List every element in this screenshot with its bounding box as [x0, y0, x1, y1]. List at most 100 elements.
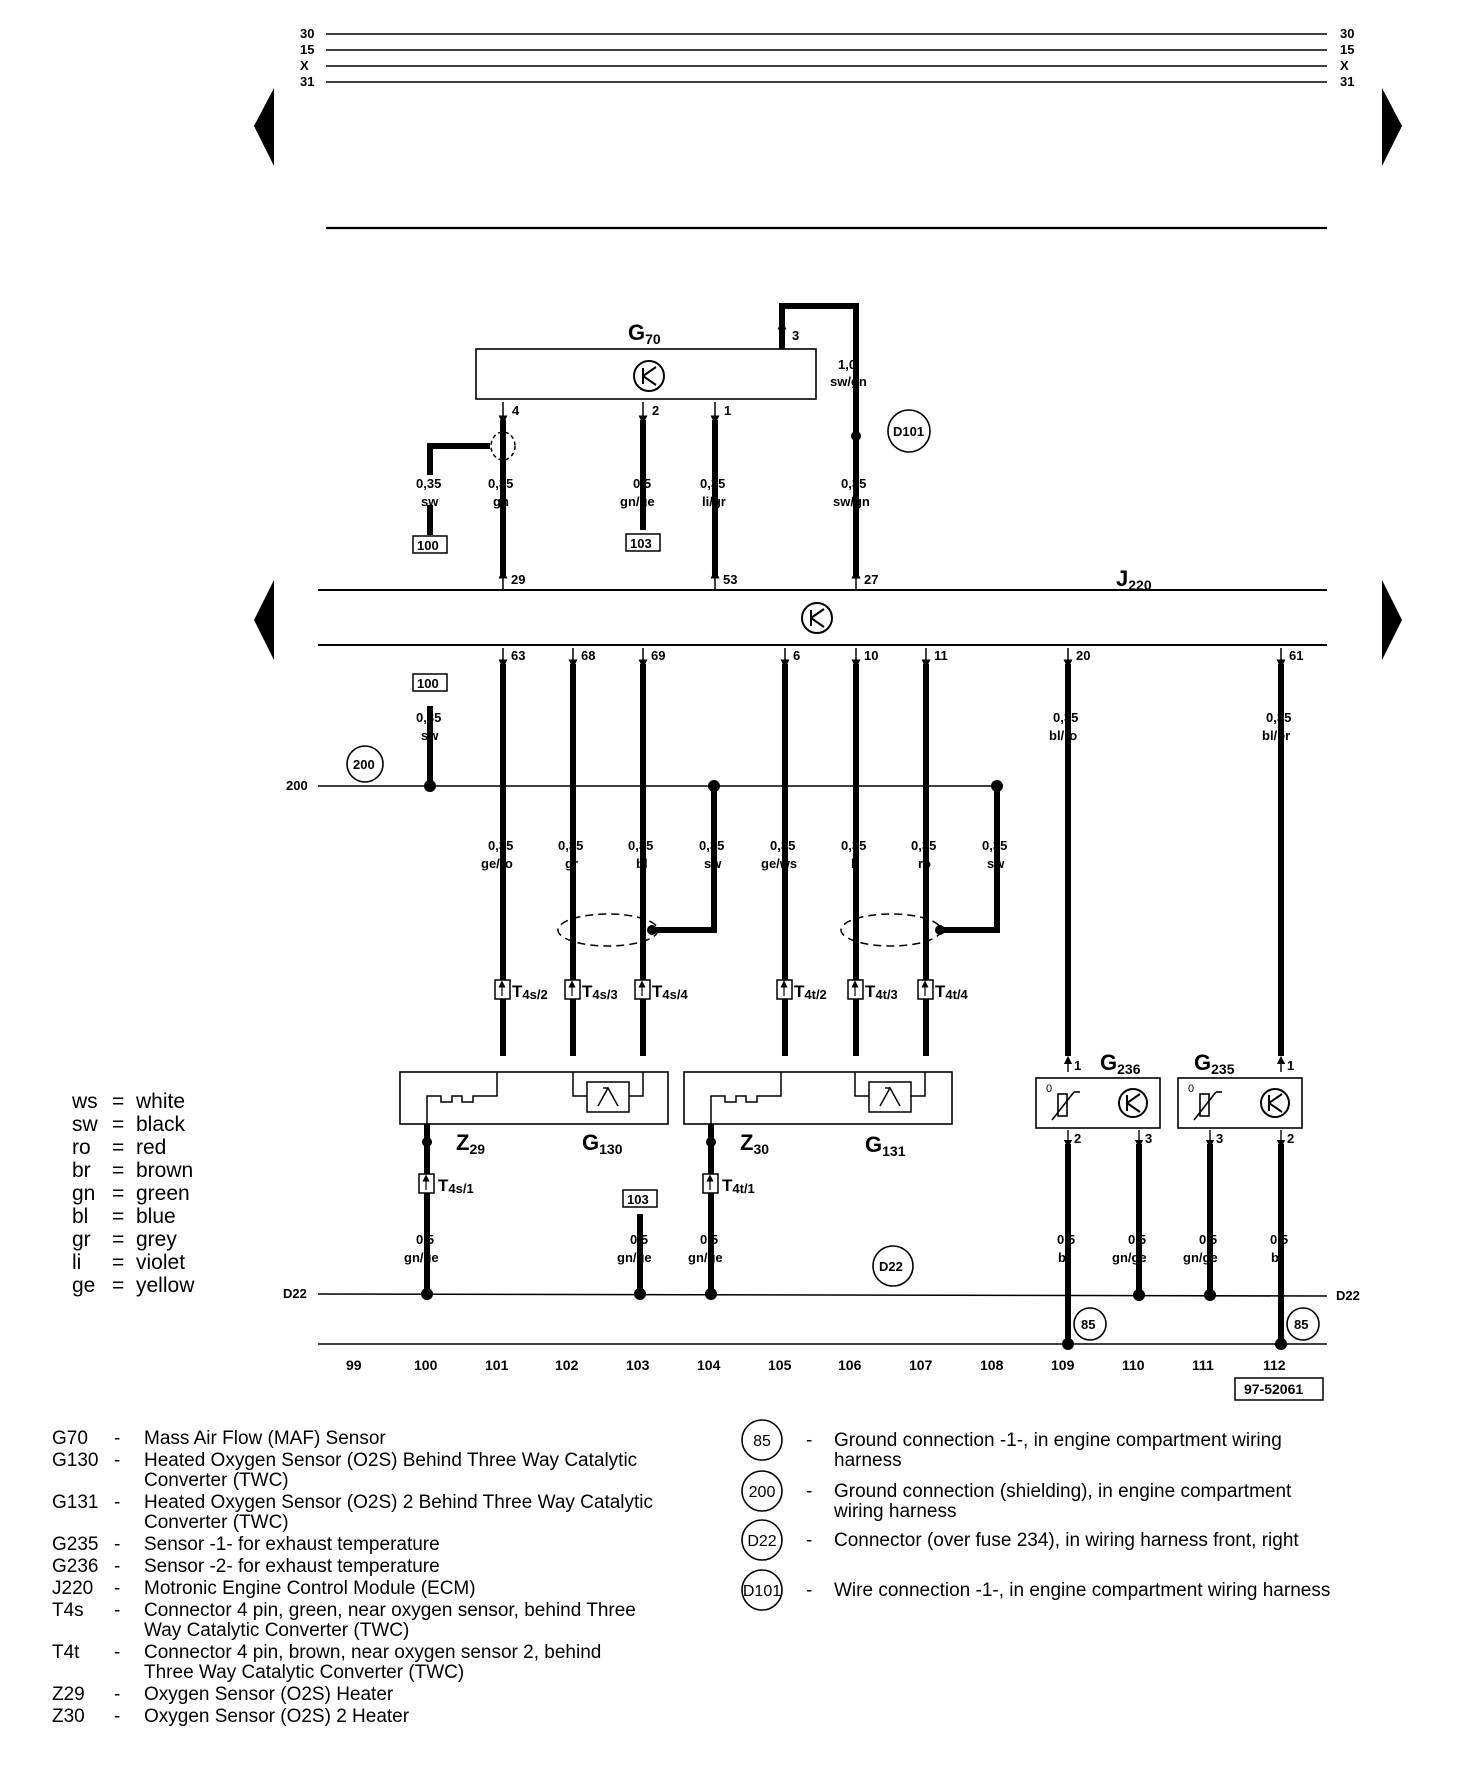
svg-text:0: 0	[1188, 1083, 1194, 1095]
o2s-2-box	[683, 1071, 953, 1125]
component-legend-dash: -	[114, 1428, 120, 1449]
svg-text:T4t/3: T4t/3	[865, 982, 898, 1002]
svg-text:T4s/4: T4s/4	[652, 982, 688, 1002]
svg-text:sw: sw	[421, 728, 439, 743]
j220-pin69: 69	[651, 648, 665, 663]
svg-text:0,5: 0,5	[700, 1232, 718, 1247]
color-legend-equals: =	[112, 1205, 124, 1228]
svg-text:br: br	[1271, 1250, 1284, 1265]
svg-text:gn/ge: gn/ge	[1112, 1250, 1147, 1265]
svg-text:ro: ro	[918, 856, 931, 871]
svg-text:0,35: 0,35	[1266, 710, 1291, 725]
svg-text:3: 3	[1145, 1131, 1152, 1146]
svg-text:0,35: 0,35	[699, 838, 724, 853]
j220-pin6: 6	[793, 648, 800, 663]
color-legend-equals: =	[112, 1090, 124, 1113]
svg-text:103: 103	[627, 1192, 649, 1207]
component-legend-text: Heated Oxygen Sensor (O2S) Behind Three …	[144, 1450, 637, 1471]
d101-connection: D101	[887, 409, 931, 453]
j220-symbol-icon	[801, 602, 833, 634]
j220-pin10: 10	[864, 648, 878, 663]
svg-text:3: 3	[1216, 1131, 1223, 1146]
svg-text:85: 85	[1081, 1317, 1095, 1332]
color-legend-equals: =	[112, 1136, 124, 1159]
temp-sensor-pins: 1 1 2 3 3 2	[1063, 1055, 1294, 1149]
component-legend-text: Converter (TWC)	[144, 1512, 289, 1533]
connection-legend-code: D22	[747, 1533, 776, 1550]
svg-text:103: 103	[630, 536, 652, 551]
svg-text:gn/ge: gn/ge	[404, 1250, 439, 1265]
lower-wires	[424, 1124, 1284, 1344]
column-numbers: 99 100 101 102 103 104 105 106 107 108 1…	[346, 1357, 1286, 1373]
box-103-top: 103	[625, 533, 661, 552]
g70-bottom-pins: 4 2 1	[498, 402, 731, 425]
component-legend-text: Way Catalytic Converter (TWC)	[144, 1620, 409, 1641]
component-legend-code: T4s	[52, 1600, 84, 1621]
j220-pin53: 53	[723, 572, 737, 587]
g236-box	[1035, 1077, 1161, 1129]
color-legend-equals: =	[112, 1274, 124, 1297]
rail-label-31-right: 31	[1340, 74, 1354, 89]
connection-legend-code: 85	[753, 1433, 771, 1450]
j220-top-pins: 29 53 27	[498, 569, 878, 590]
svg-text:0,5: 0,5	[1199, 1232, 1217, 1247]
wire-ligr-color: li/gr	[702, 494, 726, 509]
component-legend-dash: -	[114, 1684, 120, 1705]
color-legend-code: ge	[72, 1274, 95, 1297]
component-legend-text: Oxygen Sensor (O2S) Heater	[144, 1684, 394, 1705]
component-legend: G70-Mass Air Flow (MAF) SensorG130-Heate…	[52, 1428, 653, 1727]
wire-gn-color: gn	[493, 494, 509, 509]
g235-label: G235	[1194, 1050, 1235, 1077]
color-legend-equals: =	[112, 1251, 124, 1274]
color-legend-name: black	[136, 1113, 186, 1136]
svg-text:0,35: 0,35	[841, 838, 866, 853]
rail-label-15: 15	[300, 42, 314, 57]
j220-pin11: 11	[934, 648, 948, 663]
svg-text:112: 112	[1263, 1357, 1286, 1373]
rail-label-x-right: X	[1340, 58, 1349, 73]
connection-legend-dash: -	[806, 1481, 812, 1502]
box-100-lower: 100	[412, 673, 448, 692]
svg-text:0,5: 0,5	[1270, 1232, 1288, 1247]
connector-t4s4: T4s/4	[634, 979, 688, 1002]
color-legend-code: sw	[72, 1113, 99, 1136]
svg-text:0,35: 0,35	[770, 838, 795, 853]
svg-text:1: 1	[1287, 1058, 1294, 1073]
middle-wire-labels: 0,35 sw 0,35 ge/ro 0,35 gr 0,35 bl 0,35 …	[416, 710, 1291, 871]
c85-connection-2: 85	[1286, 1307, 1320, 1341]
component-legend-dash: -	[114, 1534, 120, 1555]
wire-swgn-top-size: 1,0	[838, 357, 856, 372]
svg-text:2: 2	[1287, 1131, 1294, 1146]
component-legend-text: Sensor -2- for exhaust temperature	[144, 1556, 440, 1577]
svg-text:br: br	[1058, 1250, 1071, 1265]
svg-text:li: li	[851, 856, 858, 871]
wire-sw-color: sw	[421, 494, 439, 509]
j220-pin68: 68	[581, 648, 595, 663]
svg-text:0,5: 0,5	[1128, 1232, 1146, 1247]
upper-wires	[427, 420, 859, 576]
rail-d22-label-left: D22	[283, 1286, 307, 1301]
svg-text:T4t/1: T4t/1	[722, 1176, 755, 1196]
g131-label: G131	[865, 1132, 906, 1159]
g130-label: G130	[582, 1130, 623, 1157]
svg-text:100: 100	[417, 538, 439, 553]
component-legend-text: Connector 4 pin, brown, near oxygen sens…	[144, 1642, 601, 1663]
component-legend-code: T4t	[52, 1642, 80, 1663]
component-legend-code: Z30	[52, 1706, 85, 1727]
connection-legend-text: Connector (over fuse 234), in wiring har…	[834, 1530, 1299, 1551]
component-legend-dash: -	[114, 1600, 120, 1621]
top-rail-labels-left: 30 15 X 31	[300, 26, 314, 89]
lambda-icon-g130	[586, 1081, 630, 1113]
z29-label: Z29	[456, 1130, 485, 1157]
g236-label: G236	[1100, 1050, 1141, 1077]
component-legend-code: G236	[52, 1556, 98, 1577]
component-legend-text: Motronic Engine Control Module (ECM)	[144, 1578, 476, 1599]
component-legend-dash: -	[114, 1556, 120, 1577]
connection-legend-dash: -	[806, 1530, 812, 1551]
svg-text:0,35: 0,35	[416, 710, 441, 725]
svg-text:200: 200	[353, 757, 375, 772]
color-legend-name: grey	[136, 1228, 177, 1251]
j220-pin27: 27	[864, 572, 878, 587]
color-legend-equals: =	[112, 1182, 124, 1205]
